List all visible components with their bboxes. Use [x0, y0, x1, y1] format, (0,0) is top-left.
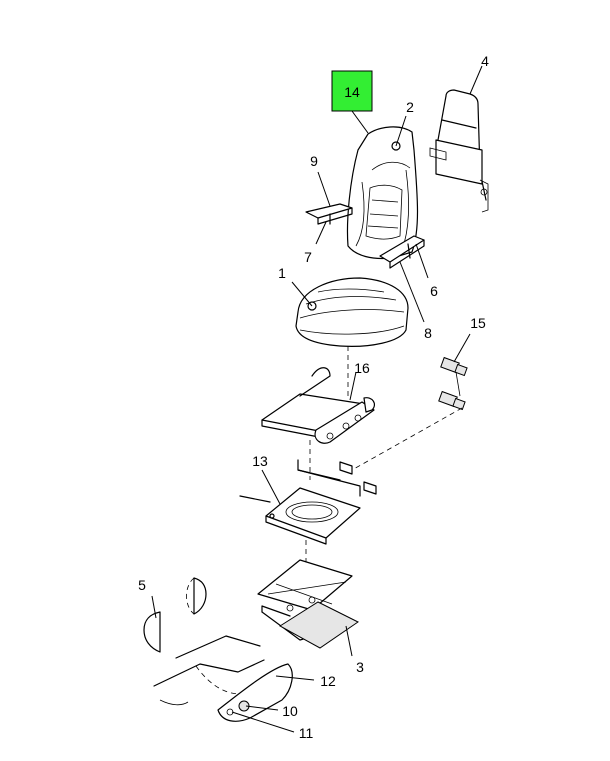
right-armrest — [379, 235, 425, 269]
leader-14 — [351, 110, 369, 134]
side-cover — [143, 577, 207, 653]
control-cable-assembly — [153, 635, 293, 722]
seat-back — [346, 126, 419, 260]
callout-13[interactable]: 13 — [252, 453, 268, 469]
callout-7[interactable]: 7 — [304, 249, 312, 265]
mounting-bracket — [297, 459, 377, 497]
callout-3[interactable]: 3 — [356, 659, 364, 675]
callout-14-highlight[interactable]: 14 — [331, 70, 373, 112]
callout-12[interactable]: 12 — [320, 673, 336, 689]
callout-16[interactable]: 16 — [354, 360, 370, 376]
callout-2[interactable]: 2 — [406, 99, 414, 115]
callout-8[interactable]: 8 — [424, 325, 432, 341]
callout-11[interactable]: 11 — [299, 725, 314, 741]
suspension-base — [257, 559, 359, 649]
callout-14-label: 14 — [344, 84, 360, 100]
seat-cushion — [295, 277, 409, 347]
swivel-plate — [239, 487, 361, 545]
callout-4[interactable]: 4 — [481, 53, 489, 69]
left-armrest — [305, 203, 353, 225]
callout-9[interactable]: 9 — [310, 153, 318, 169]
slide-track — [261, 367, 376, 444]
fastener-axis — [351, 407, 463, 471]
callout-5[interactable]: 5 — [138, 577, 146, 593]
fasteners — [438, 356, 468, 411]
callout-6[interactable]: 6 — [430, 283, 438, 299]
callout-10[interactable]: 10 — [282, 703, 298, 719]
callout-1[interactable]: 1 — [278, 265, 286, 281]
callout-leaders — [151, 65, 483, 733]
callout-15[interactable]: 15 — [470, 315, 486, 331]
seat-frame — [429, 89, 489, 213]
